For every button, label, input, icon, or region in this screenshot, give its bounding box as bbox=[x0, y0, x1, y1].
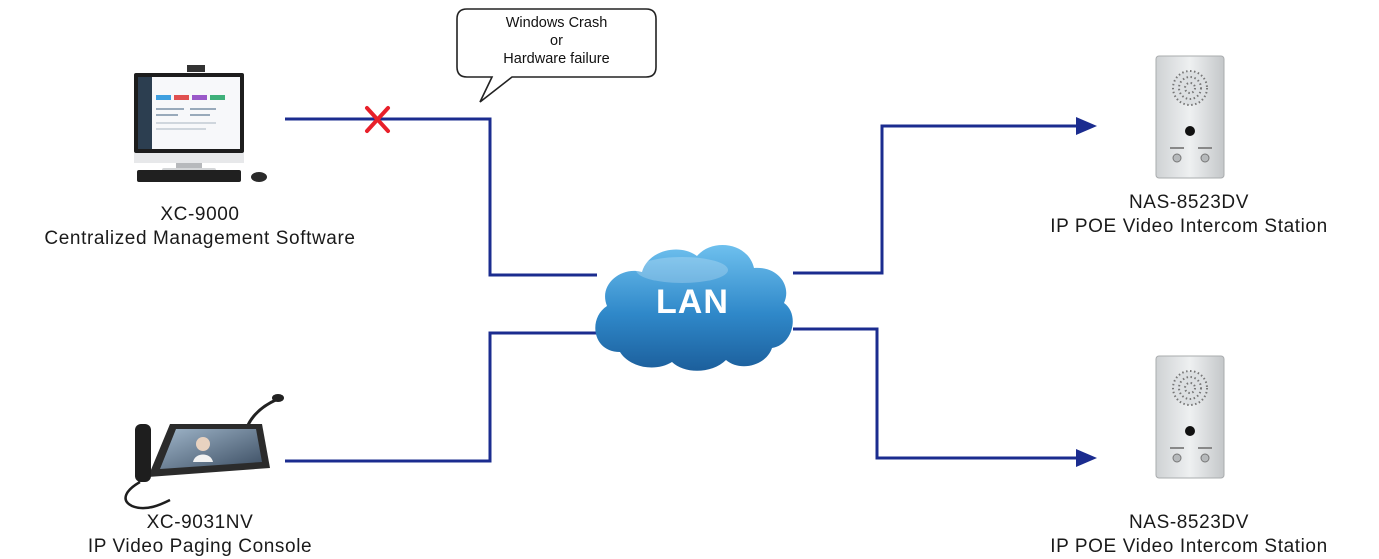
console-model: XC-9031NV bbox=[146, 512, 254, 533]
link-console-to-lan bbox=[285, 331, 597, 463]
red-cross-icon bbox=[365, 106, 390, 133]
desktop-computer-icon bbox=[134, 65, 267, 182]
console-description: IP Video Paging Console bbox=[87, 536, 313, 557]
link-lan-to-station-top bbox=[793, 124, 1078, 275]
callout-bubble bbox=[456, 8, 657, 103]
station-bottom-model: NAS-8523DV bbox=[1128, 512, 1250, 533]
intercom-station-icon bbox=[1155, 355, 1225, 479]
lan-label: LAN bbox=[656, 283, 729, 321]
connection-links bbox=[285, 117, 1078, 463]
callout-line-2: or bbox=[550, 33, 563, 49]
station-top-description: IP POE Video Intercom Station bbox=[1050, 216, 1328, 237]
paging-console-icon bbox=[124, 394, 284, 510]
console-label: XC-9031NV IP Video Paging Console bbox=[10, 511, 390, 559]
callout-text: Windows Crash or Hardware failure bbox=[457, 14, 656, 68]
callout-line-3: Hardware failure bbox=[503, 51, 610, 67]
station-bottom-description: IP POE Video Intercom Station bbox=[1050, 536, 1328, 557]
arrowhead-station-top bbox=[1076, 117, 1097, 135]
software-description: Centralized Management Software bbox=[44, 228, 356, 249]
link-software-to-lan bbox=[285, 117, 597, 277]
station-bottom-label: NAS-8523DV IP POE Video Intercom Station bbox=[1009, 511, 1369, 559]
intercom-station-icon bbox=[1155, 55, 1225, 179]
station-top-label: NAS-8523DV IP POE Video Intercom Station bbox=[1009, 191, 1369, 239]
link-lan-to-station-bottom bbox=[793, 327, 1078, 460]
callout-line-1: Windows Crash bbox=[505, 15, 608, 31]
cloud-icon bbox=[595, 244, 793, 371]
software-label: XC-9000 Centralized Management Software bbox=[0, 203, 400, 251]
arrowhead-station-bottom bbox=[1076, 449, 1097, 467]
software-model: XC-9000 bbox=[160, 204, 240, 225]
station-top-model: NAS-8523DV bbox=[1128, 192, 1250, 213]
